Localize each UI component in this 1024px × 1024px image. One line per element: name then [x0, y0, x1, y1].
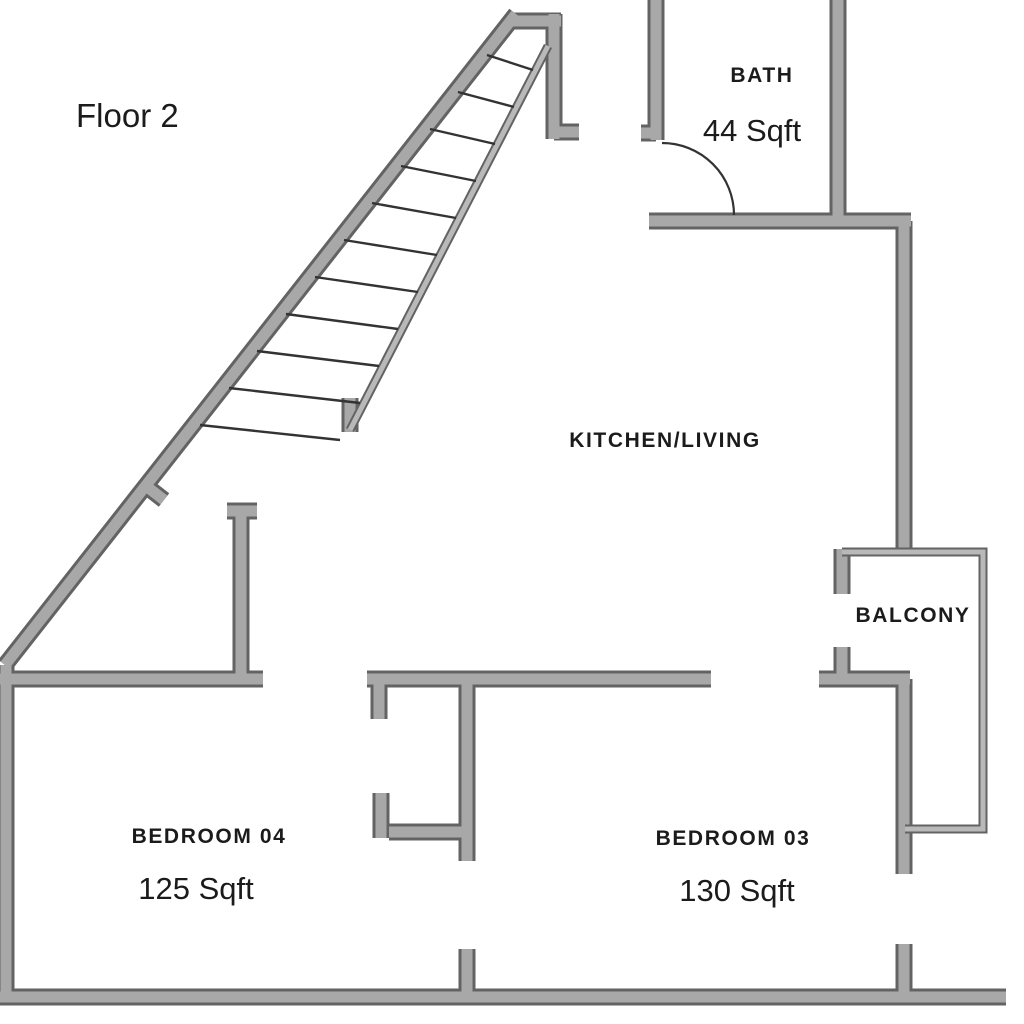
- room-label-balcony: BALCONY: [855, 604, 970, 627]
- exterior-walls-outline: [0, 0, 1006, 1000]
- room-label-bedroom-04: BEDROOM 04: [132, 825, 287, 848]
- floor-title: Floor 2: [76, 97, 179, 134]
- room-label-bedroom-03: BEDROOM 03: [656, 827, 811, 850]
- stair-treads: [199, 53, 534, 442]
- room-label-kitchen-living: KITCHEN/LIVING: [569, 429, 761, 452]
- room-area-bath: 44 Sqft: [703, 113, 802, 148]
- bath-door-arc: [661, 141, 736, 216]
- room-area-bedroom-04: 125 Sqft: [138, 871, 254, 906]
- room-area-bedroom-03: 130 Sqft: [679, 873, 795, 908]
- room-label-bath: BATH: [730, 64, 793, 87]
